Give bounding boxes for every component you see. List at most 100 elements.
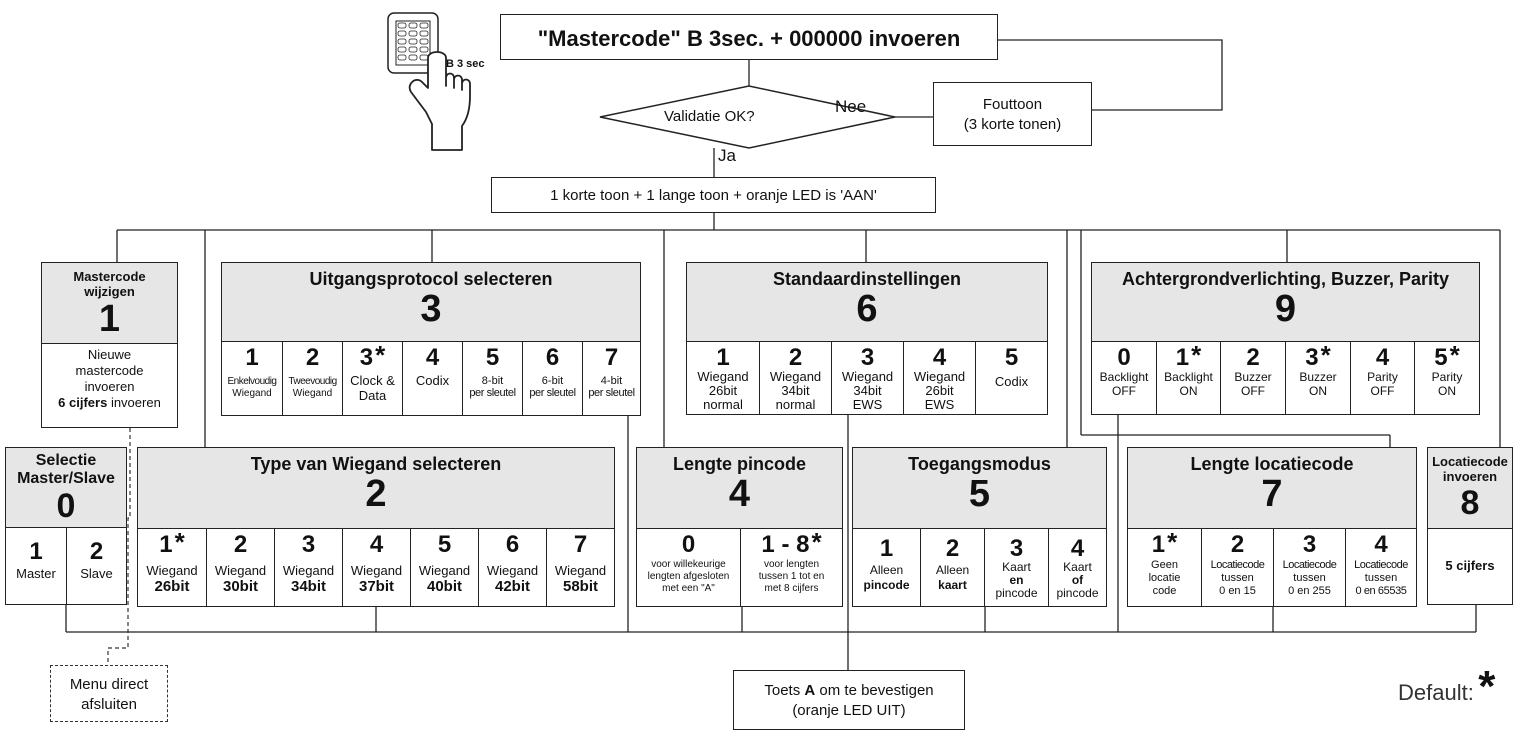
default-star-icon: * <box>1449 340 1460 370</box>
default-legend: Default: * <box>1398 662 1495 730</box>
exit-menu-line1: Menu direct <box>69 676 149 693</box>
menu-4-title: Lengte pincode <box>672 454 806 474</box>
menu-3-option-3: 3*Clock &Data <box>342 342 402 415</box>
default-star-icon: * <box>1478 662 1496 711</box>
menu-8-value: 5 cijfers <box>1445 558 1495 573</box>
default-star-icon: * <box>1167 527 1178 557</box>
error-tone-box: Fouttoon (3 korte tonen) <box>933 82 1092 146</box>
menu-8-title-line2: invoeren <box>1442 469 1498 484</box>
menu-9-title: Achtergrondverlichting, Buzzer, Parity <box>1121 269 1450 289</box>
default-star-icon: * <box>375 340 386 370</box>
confirm-a-key-line2: (oranje LED UIT) <box>792 702 906 719</box>
menu-9-backlight-buzzer-parity: Achtergrondverlichting, Buzzer, Parity 9… <box>1091 262 1480 415</box>
confirm-a-key-line1: Toets A om te bevestigen <box>764 682 934 699</box>
menu-8-enter-location-code: Locatiecode invoeren 8 5 cijfers <box>1427 447 1513 605</box>
menu-1-desc-line3: invoeren <box>84 379 135 394</box>
menu-3-number: 3 <box>420 288 442 330</box>
menu-7-number: 7 <box>1261 473 1283 515</box>
menu-1-description: Nieuwe mastercode invoeren 6 cijfers inv… <box>42 347 177 411</box>
confirm-tone-box: 1 korte toon + 1 lange toon + oranje LED… <box>491 177 936 213</box>
menu-1-desc-line4: invoeren <box>107 395 161 410</box>
menu-2-header: Type van Wiegand selecteren 2 <box>138 448 614 529</box>
default-star-icon: * <box>1191 340 1202 370</box>
menu-0-title-line1: Selectie <box>35 452 97 469</box>
menu-1-desc-line1: Nieuwe <box>87 347 132 362</box>
menu-1-title-line2: wijzigen <box>84 284 135 299</box>
menu-8-header: Locatiecode invoeren 8 <box>1428 448 1512 529</box>
menu-9-number: 9 <box>1274 288 1297 330</box>
menu-9-header: Achtergrondverlichting, Buzzer, Parity 9 <box>1092 263 1479 342</box>
master-code-entry-box: "Mastercode" B 3sec. + 000000 invoeren <box>500 14 998 60</box>
menu-3-title: Uitgangsprotocol selecteren <box>309 269 553 289</box>
menu-2-number: 2 <box>365 473 387 515</box>
no-branch-label: Nee <box>835 97 867 116</box>
default-star-icon: * <box>1320 340 1331 370</box>
menu-1-change-master-code: Mastercode wijzigen 1 Nieuwe mastercode … <box>41 262 178 428</box>
menu-8-number: 8 <box>1460 484 1480 522</box>
default-star-icon: * <box>174 527 185 557</box>
master-code-entry-text: "Mastercode" B 3sec. + 000000 invoeren <box>537 26 961 51</box>
default-star-icon: * <box>811 527 822 557</box>
menu-4-number: 4 <box>728 473 751 515</box>
menu-8-title-line1: Locatiecode <box>1432 454 1508 469</box>
menu-5-number: 5 <box>968 473 991 515</box>
menu-0-header: Selectie Master/Slave 0 <box>6 448 126 528</box>
menu-1-digits: 6 cijfers <box>58 395 108 410</box>
menu-3-header: Uitgangsprotocol selecteren 3 <box>222 263 640 342</box>
menu-0-title-line2: Master/Slave <box>17 470 115 487</box>
error-tone-line1: Fouttoon <box>982 96 1043 113</box>
menu-7-header: Lengte locatiecode 7 <box>1128 448 1416 529</box>
menu-5-header: Toegangsmodus 5 <box>853 448 1106 529</box>
a-key-label: A <box>804 682 816 699</box>
keypad-icon <box>387 12 439 74</box>
menu-6-title: Standaardinstellingen <box>772 269 962 289</box>
pointing-hand-icon <box>408 51 471 151</box>
exit-menu-box: Menu direct afsluiten <box>50 665 168 722</box>
